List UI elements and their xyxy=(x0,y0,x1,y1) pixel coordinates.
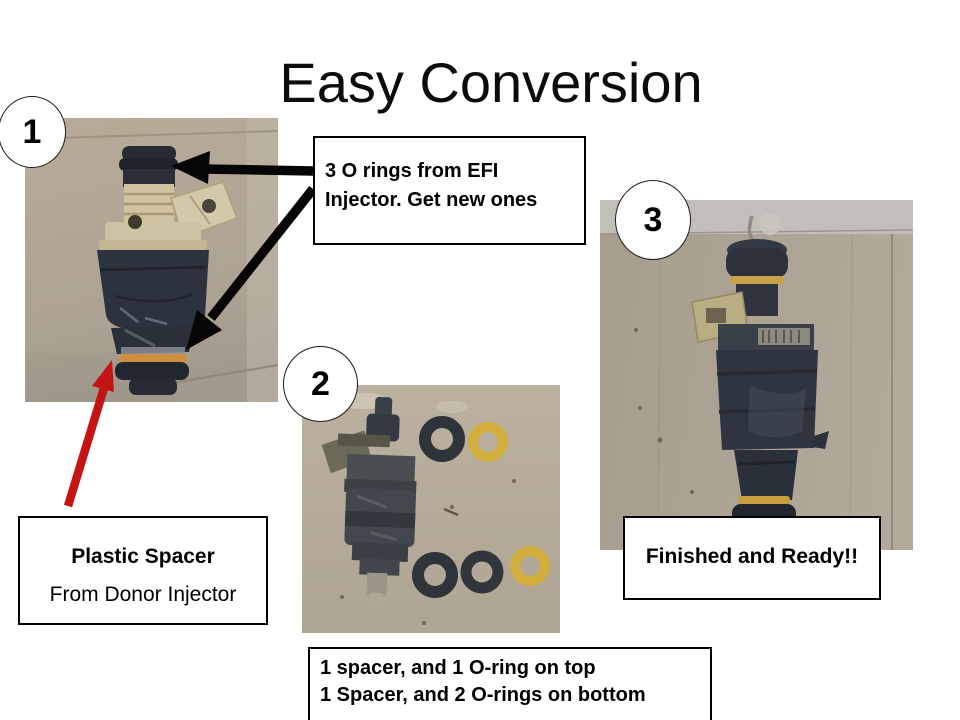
step-badge-2: 2 xyxy=(283,346,358,422)
callout-orings-line2: Injector. Get new ones xyxy=(325,189,538,211)
callout-assembly-line2: 1 Spacer, and 2 O-rings on bottom xyxy=(320,684,646,706)
callout-orings-line1: 3 O rings from EFI xyxy=(325,160,499,182)
callout-finished-box: Finished and Ready!! xyxy=(623,516,881,600)
slide-title: Easy Conversion xyxy=(279,51,703,114)
photo-step-1-illustration xyxy=(25,118,278,402)
callout-assembly-box: 1 spacer, and 1 O-ring on top 1 Spacer, … xyxy=(308,647,712,720)
step-number: 1 xyxy=(22,112,42,151)
injector-illustration xyxy=(97,146,238,395)
photo-step-1-donor-injector xyxy=(25,118,278,402)
step-badge-1: 1 xyxy=(0,96,66,168)
photo-step-2-illustration xyxy=(302,385,560,633)
step-badge-3: 3 xyxy=(615,180,691,260)
orings-illustration xyxy=(412,416,550,598)
callout-spacer-line2: From Donor Injector xyxy=(49,583,237,606)
callout-assembly-line1: 1 spacer, and 1 O-ring on top xyxy=(320,657,596,679)
injector-illustration xyxy=(321,396,417,603)
callout-finished-text: Finished and Ready!! xyxy=(645,545,859,568)
injector-illustration xyxy=(691,213,829,550)
step-number: 3 xyxy=(643,200,663,239)
step-number: 2 xyxy=(311,364,330,403)
photo-step-2-disassembled-parts xyxy=(302,385,560,633)
callout-spacer-line1: Plastic Spacer xyxy=(71,545,215,568)
callout-plastic-spacer-box: Plastic Spacer From Donor Injector xyxy=(18,516,268,625)
callout-orings-box: 3 O rings from EFI Injector. Get new one… xyxy=(313,136,586,245)
